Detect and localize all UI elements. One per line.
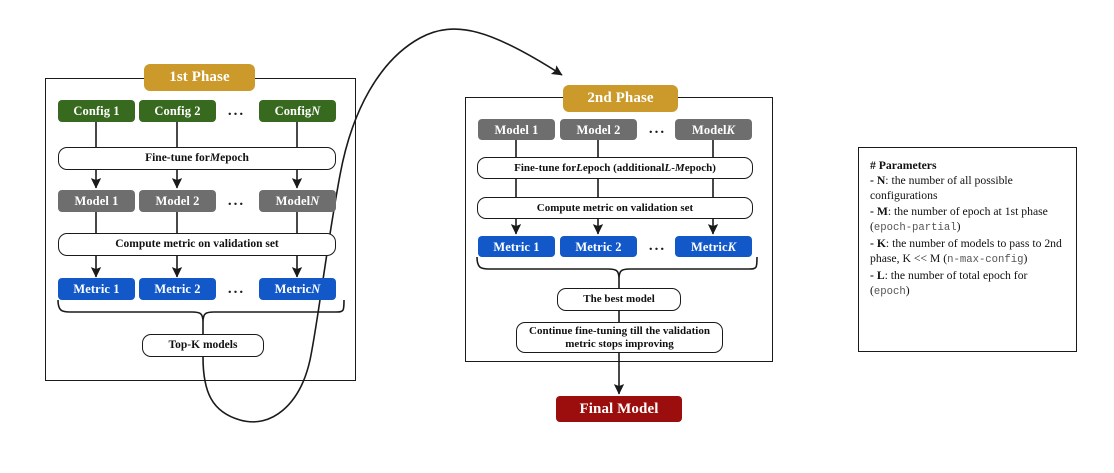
phase2-continue-box: Continue fine-tuning till the validation…	[516, 322, 723, 353]
param-symbol-l: L	[876, 268, 885, 282]
phase1-config-1[interactable]: Config 1	[58, 100, 135, 122]
parameters-panel: # Parameters - N: the number of all poss…	[858, 147, 1077, 352]
phase1-metrics-ellipsis: ...	[227, 280, 246, 297]
parameter-item-k: - K: the number of models to pass to 2nd…	[870, 236, 1062, 266]
phase2-finetune-box: Fine-tune for L epoch (additional L - M …	[477, 157, 753, 179]
param-code-k: n-max-config	[947, 253, 1024, 266]
phase2-model-k[interactable]: Model K	[675, 119, 752, 140]
param-text-k: : the number of models to pass to 2nd ph…	[870, 236, 1062, 265]
phase1-config-2[interactable]: Config 2	[139, 100, 216, 122]
phase2-metric-2[interactable]: Metric 2	[560, 236, 637, 257]
parameter-item-m: - M: the number of epoch at 1st phase (e…	[870, 204, 1048, 234]
phase2-models-ellipsis: ...	[648, 121, 667, 137]
phase2-metric-1[interactable]: Metric 1	[478, 236, 555, 257]
param-symbol-m: M	[876, 204, 888, 218]
phase2-metrics-ellipsis: ...	[648, 238, 667, 254]
param-text-m: : the number of epoch at 1st phase	[887, 204, 1048, 218]
phase2-model-2[interactable]: Model 2	[560, 119, 637, 140]
param-text-n: : the number of all possible configurati…	[870, 174, 1013, 203]
phase2-model-1[interactable]: Model 1	[478, 119, 555, 140]
phase1-label: 1st Phase	[144, 64, 255, 91]
phase1-metric-1[interactable]: Metric 1	[58, 278, 135, 300]
phase1-model-1[interactable]: Model 1	[58, 190, 135, 212]
phase1-configs-ellipsis: ...	[227, 102, 246, 119]
phase2-compute-box: Compute metric on validation set	[477, 197, 753, 219]
param-text-l: : the number of total epoch for	[884, 268, 1028, 282]
parameter-item-l: - L: the number of total epoch for (epoc…	[870, 268, 1028, 298]
phase2-best-model-box: The best model	[557, 288, 681, 311]
phase1-metric-2[interactable]: Metric 2	[139, 278, 216, 300]
param-symbol-k: K	[876, 236, 886, 250]
parameter-item-n: - N: the number of all possible configur…	[870, 174, 1013, 203]
phase2-label: 2nd Phase	[563, 85, 678, 112]
param-symbol-n: N	[876, 174, 886, 188]
phase1-topk-box: Top-K models	[142, 334, 264, 357]
phase1-metric-n[interactable]: Metric N	[259, 278, 336, 300]
phase1-model-2[interactable]: Model 2	[139, 190, 216, 212]
phase1-finetune-box: Fine-tune for M epoch	[58, 147, 336, 170]
phase1-config-n[interactable]: Config N	[259, 100, 336, 122]
parameters-heading: # Parameters	[870, 159, 937, 172]
param-code-m: epoch-partial	[873, 221, 957, 234]
phase1-compute-box: Compute metric on validation set	[58, 233, 336, 256]
phase1-model-n[interactable]: Model N	[259, 190, 336, 212]
param-code-l: epoch	[873, 285, 906, 298]
phase2-metric-k[interactable]: Metric K	[675, 236, 752, 257]
phase1-models-ellipsis: ...	[227, 192, 246, 209]
final-model-box[interactable]: Final Model	[556, 396, 682, 422]
